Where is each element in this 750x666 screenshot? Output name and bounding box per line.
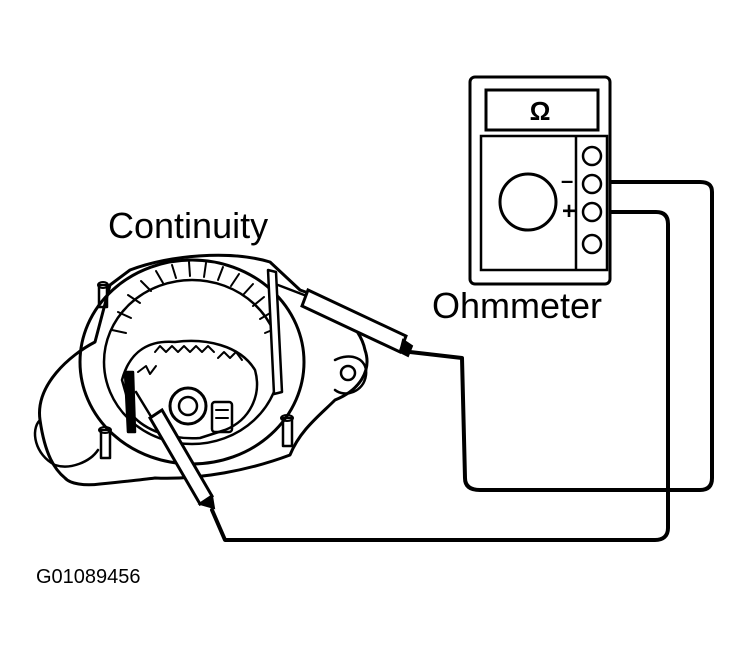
terminal-socket-1 xyxy=(581,145,603,167)
ohmmeter xyxy=(468,75,612,286)
terminal-socket-4 xyxy=(581,233,603,255)
alternator-end-frame xyxy=(33,253,369,487)
test-lead-red xyxy=(210,210,670,542)
ohmmeter-label: Ohmmeter xyxy=(432,285,603,326)
ohmmeter-dial xyxy=(498,172,558,232)
terminal-plus-label: + xyxy=(562,198,577,225)
test-leads xyxy=(210,180,714,542)
test-lead-black xyxy=(408,180,714,492)
ohm-symbol: Ω xyxy=(529,96,551,126)
continuity-label: Continuity xyxy=(108,205,269,246)
terminal-socket-positive xyxy=(581,201,603,223)
terminal-socket-negative xyxy=(581,173,603,195)
ohmmeter-display xyxy=(484,88,600,132)
figure-id: G01089456 xyxy=(36,566,141,588)
probe-2 xyxy=(134,390,216,510)
terminal-minus-label: – xyxy=(561,168,574,193)
